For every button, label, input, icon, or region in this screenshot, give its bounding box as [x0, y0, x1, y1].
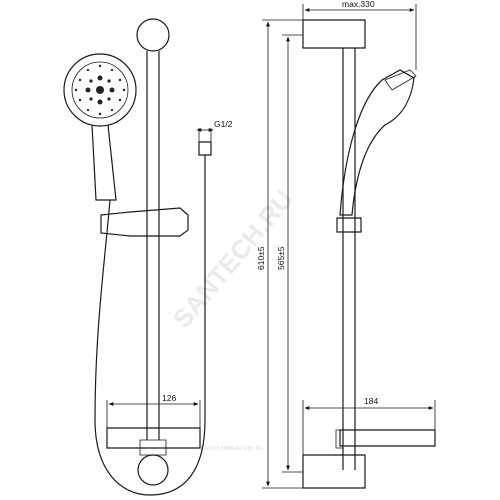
side-rail	[342, 48, 356, 470]
top-bracket	[136, 18, 170, 52]
hose-connector	[198, 141, 212, 156]
side-top-mount	[302, 19, 366, 49]
dim-label-front-width: 126	[162, 393, 176, 403]
side-bottom-mount	[302, 454, 366, 489]
soap-dish-clip	[139, 439, 167, 456]
slide-rail	[146, 51, 160, 440]
bottom-bracket	[137, 454, 169, 486]
handle-holder	[100, 207, 189, 237]
side-view: max.330 610±5 565±5 184	[256, 0, 436, 489]
front-view: G1/2 126	[63, 18, 233, 496]
dim-label-side-width: 184	[364, 396, 378, 406]
dim-label-rail-height: 565±5	[276, 246, 286, 270]
shower-hose	[94, 155, 206, 496]
dim-label-total-height: 610±5	[256, 246, 266, 270]
shower-handle	[91, 124, 117, 201]
side-soap-dish	[339, 429, 436, 447]
side-shower-face	[384, 69, 417, 91]
watermark-small: SANTEXNIKAPORTAL	[200, 446, 264, 452]
soap-dish	[106, 427, 201, 449]
side-shower-body	[339, 69, 415, 216]
shower-head-inner	[71, 61, 129, 119]
dim-label-connection: G1/2	[214, 119, 233, 129]
dim-label-max-width: max.330	[342, 0, 375, 9]
shower-head	[63, 53, 137, 127]
spray-nozzles	[74, 64, 126, 116]
side-handle-holder	[336, 217, 362, 233]
